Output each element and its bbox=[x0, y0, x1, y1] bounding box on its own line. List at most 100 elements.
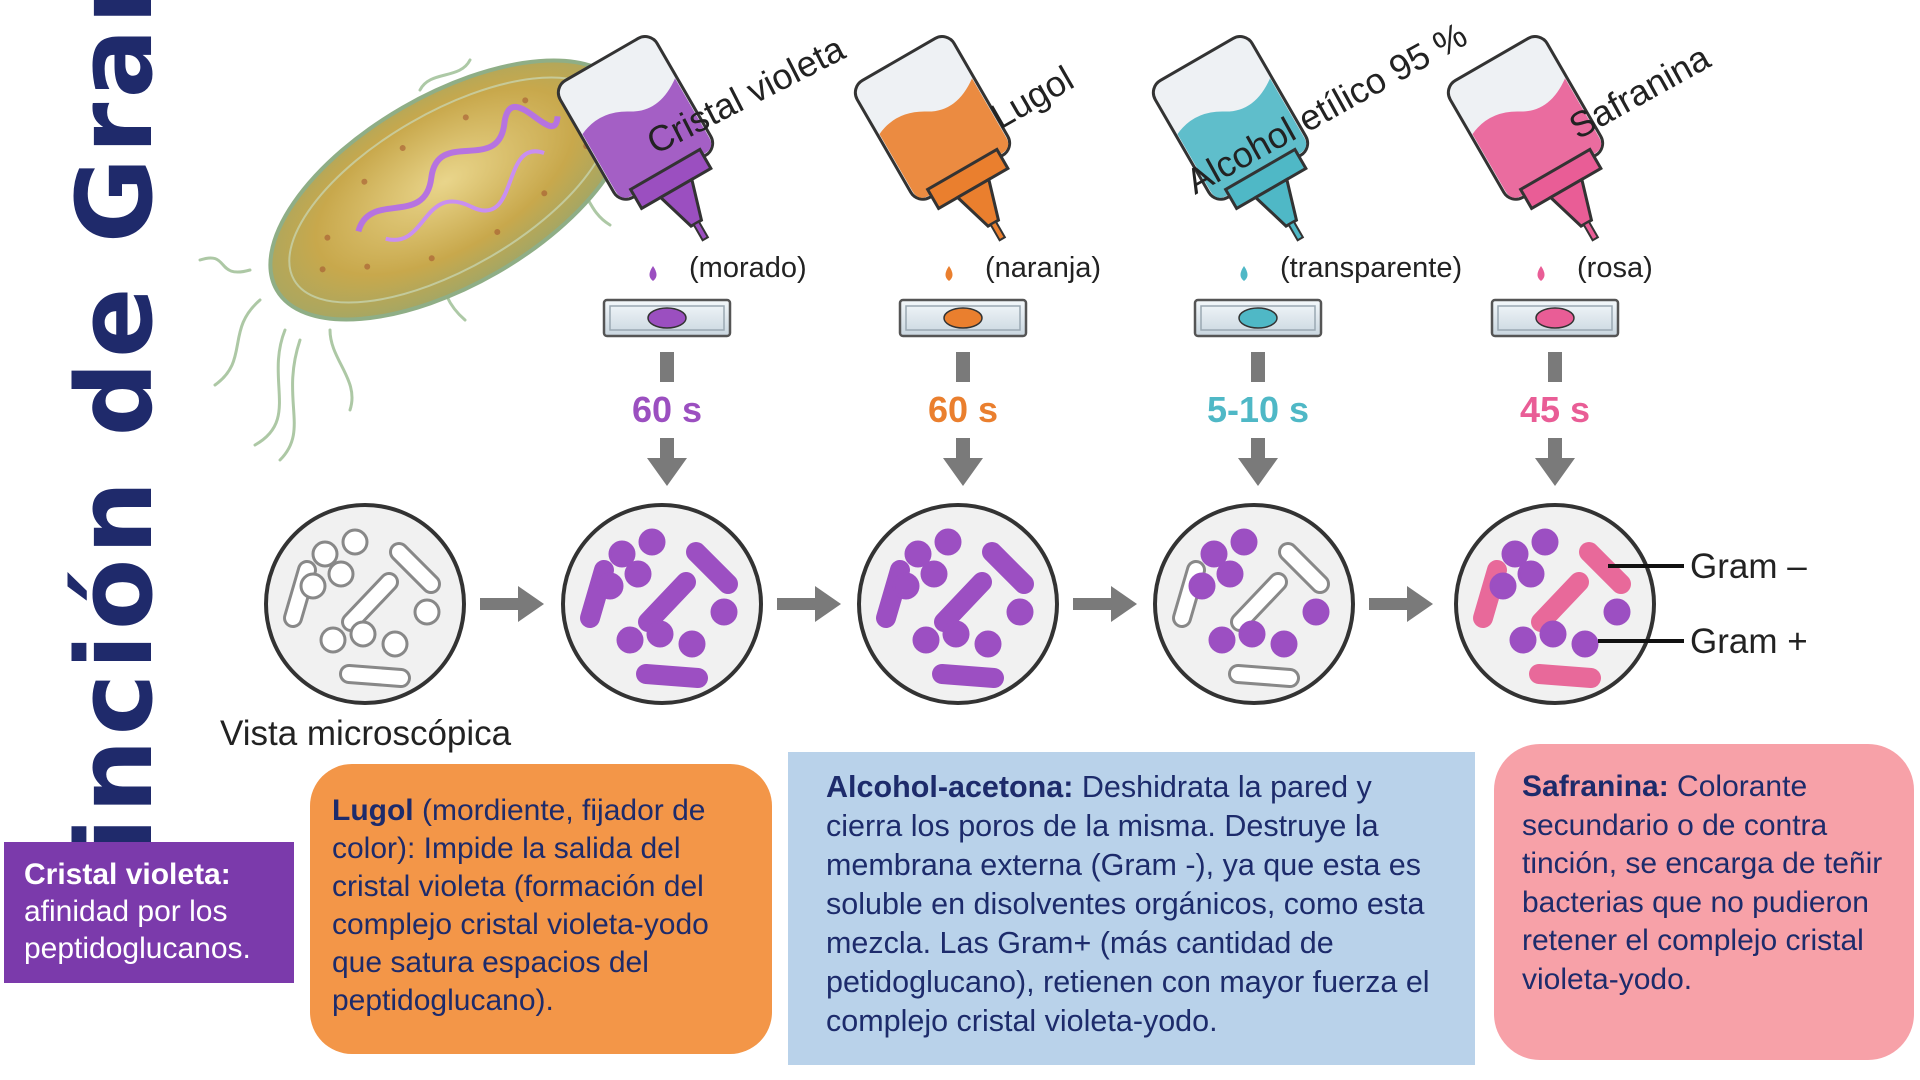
rod-cell bbox=[636, 664, 708, 688]
rod-cell bbox=[686, 542, 738, 594]
lugol-box: Lugol (mordiente, fijador de color): Imp… bbox=[310, 764, 772, 1054]
coccus-cell bbox=[1230, 528, 1258, 556]
rod-cell bbox=[1531, 572, 1589, 632]
coccus-cell bbox=[1188, 572, 1216, 600]
right-arrow-1 bbox=[480, 586, 544, 622]
coccus-cell bbox=[1208, 626, 1236, 654]
crystal-violet-text: afinidad por los peptidoglucanos. bbox=[24, 895, 251, 966]
coccus-cell bbox=[413, 598, 441, 626]
right-arrow-3 bbox=[1073, 586, 1137, 622]
coccus-cell bbox=[1200, 540, 1228, 568]
coccus-cell bbox=[319, 626, 347, 654]
rod-cell bbox=[932, 664, 1004, 688]
coccus-cell bbox=[349, 620, 377, 648]
rod-cell bbox=[1579, 542, 1631, 594]
microscopic-view-label: Vista microscópica bbox=[220, 714, 512, 753]
down-arrow-3 bbox=[1238, 352, 1278, 486]
color-name-2: (naranja) bbox=[985, 252, 1101, 284]
reagent-label-4: Safranina bbox=[1562, 36, 1718, 147]
coccus-cell bbox=[892, 572, 920, 600]
color-name-3: (transparente) bbox=[1280, 252, 1462, 284]
lugol-heading: Lugol bbox=[332, 794, 414, 827]
microscopic-view-5 bbox=[1454, 503, 1656, 705]
crystal-violet-box: Cristal violeta: afinidad por los peptid… bbox=[4, 842, 294, 983]
rod-cell bbox=[638, 572, 696, 632]
slide-2 bbox=[898, 298, 1028, 338]
reagent-bottle-1 bbox=[556, 35, 715, 242]
slide-3 bbox=[1193, 298, 1323, 338]
microscopic-view-1 bbox=[264, 503, 466, 705]
time-4: 45 s bbox=[1520, 389, 1590, 430]
coccus-cell bbox=[1539, 620, 1567, 648]
coccus-cell bbox=[1270, 630, 1298, 658]
gram-negative-label-group: Gram – bbox=[1608, 547, 1807, 586]
droplet-3 bbox=[1240, 266, 1248, 281]
safranin-heading: Safranina: bbox=[1522, 770, 1669, 803]
coccus-cell bbox=[1509, 626, 1537, 654]
coccus-cell bbox=[1571, 630, 1599, 658]
time-2: 60 s bbox=[928, 389, 998, 430]
coccus-cell bbox=[341, 528, 369, 556]
coccus-cell bbox=[904, 540, 932, 568]
coccus-cell bbox=[596, 572, 624, 600]
coccus-cell bbox=[1302, 598, 1330, 626]
coccus-cell bbox=[624, 560, 652, 588]
crystal-violet-heading: Cristal violeta: bbox=[24, 858, 231, 891]
alcohol-text: Deshidrata la pared y cierra los poros d… bbox=[826, 770, 1430, 1039]
down-arrow-1 bbox=[647, 352, 687, 486]
step-2: (naranja) Lugol 60 s bbox=[853, 35, 1101, 486]
coccus-cell bbox=[311, 540, 339, 568]
rod-cell bbox=[1529, 664, 1601, 688]
coccus-cell bbox=[710, 598, 738, 626]
coccus-cell bbox=[912, 626, 940, 654]
reagent-bottle-3 bbox=[1151, 35, 1310, 242]
coccus-cell bbox=[1006, 598, 1034, 626]
coccus-cell bbox=[678, 630, 706, 658]
microscopic-view-3 bbox=[857, 503, 1059, 705]
coccus-cell bbox=[327, 560, 355, 588]
safranin-box: Safranina: Colorante secundario o de con… bbox=[1494, 744, 1914, 1060]
gram-negative-label: Gram – bbox=[1690, 547, 1807, 586]
rod-cell bbox=[982, 542, 1034, 594]
safranin-text: Colorante secundario o de contra tinción… bbox=[1522, 770, 1883, 996]
droplet-1 bbox=[649, 266, 657, 281]
gram-positive-label: Gram + bbox=[1690, 622, 1808, 661]
droplet-2 bbox=[945, 266, 953, 281]
coccus-cell bbox=[1216, 560, 1244, 588]
microscopic-view-4 bbox=[1153, 503, 1355, 705]
coccus-cell bbox=[934, 528, 962, 556]
coccus-cell bbox=[1238, 620, 1266, 648]
right-arrow-4 bbox=[1369, 586, 1433, 622]
reagent-label-2: Lugol bbox=[984, 57, 1081, 137]
coccus-cell bbox=[974, 630, 1002, 658]
coccus-cell bbox=[1531, 528, 1559, 556]
reagent-bottle-4 bbox=[1446, 35, 1605, 242]
down-arrow-2 bbox=[943, 352, 983, 486]
slide-4 bbox=[1490, 298, 1620, 338]
gram-positive-label-group: Gram + bbox=[1598, 622, 1808, 661]
droplet-4 bbox=[1537, 266, 1545, 281]
coccus-cell bbox=[646, 620, 674, 648]
alcohol-box: Alcohol-acetona: Deshidrata la pared y c… bbox=[788, 752, 1475, 1065]
down-arrow-4 bbox=[1535, 352, 1575, 486]
coccus-cell bbox=[1517, 560, 1545, 588]
color-name-1: (morado) bbox=[689, 252, 807, 284]
step-4: (rosa) Safranina 45 s bbox=[1446, 35, 1718, 486]
slide-1 bbox=[602, 298, 732, 338]
lugol-text: (mordiente, fijador de color): Impide la… bbox=[332, 794, 709, 1018]
coccus-cell bbox=[920, 560, 948, 588]
coccus-cell bbox=[299, 572, 327, 600]
reagent-bottle-2 bbox=[853, 35, 1012, 242]
coccus-cell bbox=[616, 626, 644, 654]
right-arrow-2 bbox=[777, 586, 841, 622]
time-3: 5-10 s bbox=[1207, 389, 1309, 430]
coccus-cell bbox=[942, 620, 970, 648]
color-name-4: (rosa) bbox=[1577, 252, 1653, 284]
alcohol-heading: Alcohol-acetona: bbox=[826, 770, 1074, 804]
coccus-cell bbox=[608, 540, 636, 568]
coccus-cell bbox=[381, 630, 409, 658]
time-1: 60 s bbox=[632, 389, 702, 430]
microscopic-view-2 bbox=[561, 503, 763, 705]
